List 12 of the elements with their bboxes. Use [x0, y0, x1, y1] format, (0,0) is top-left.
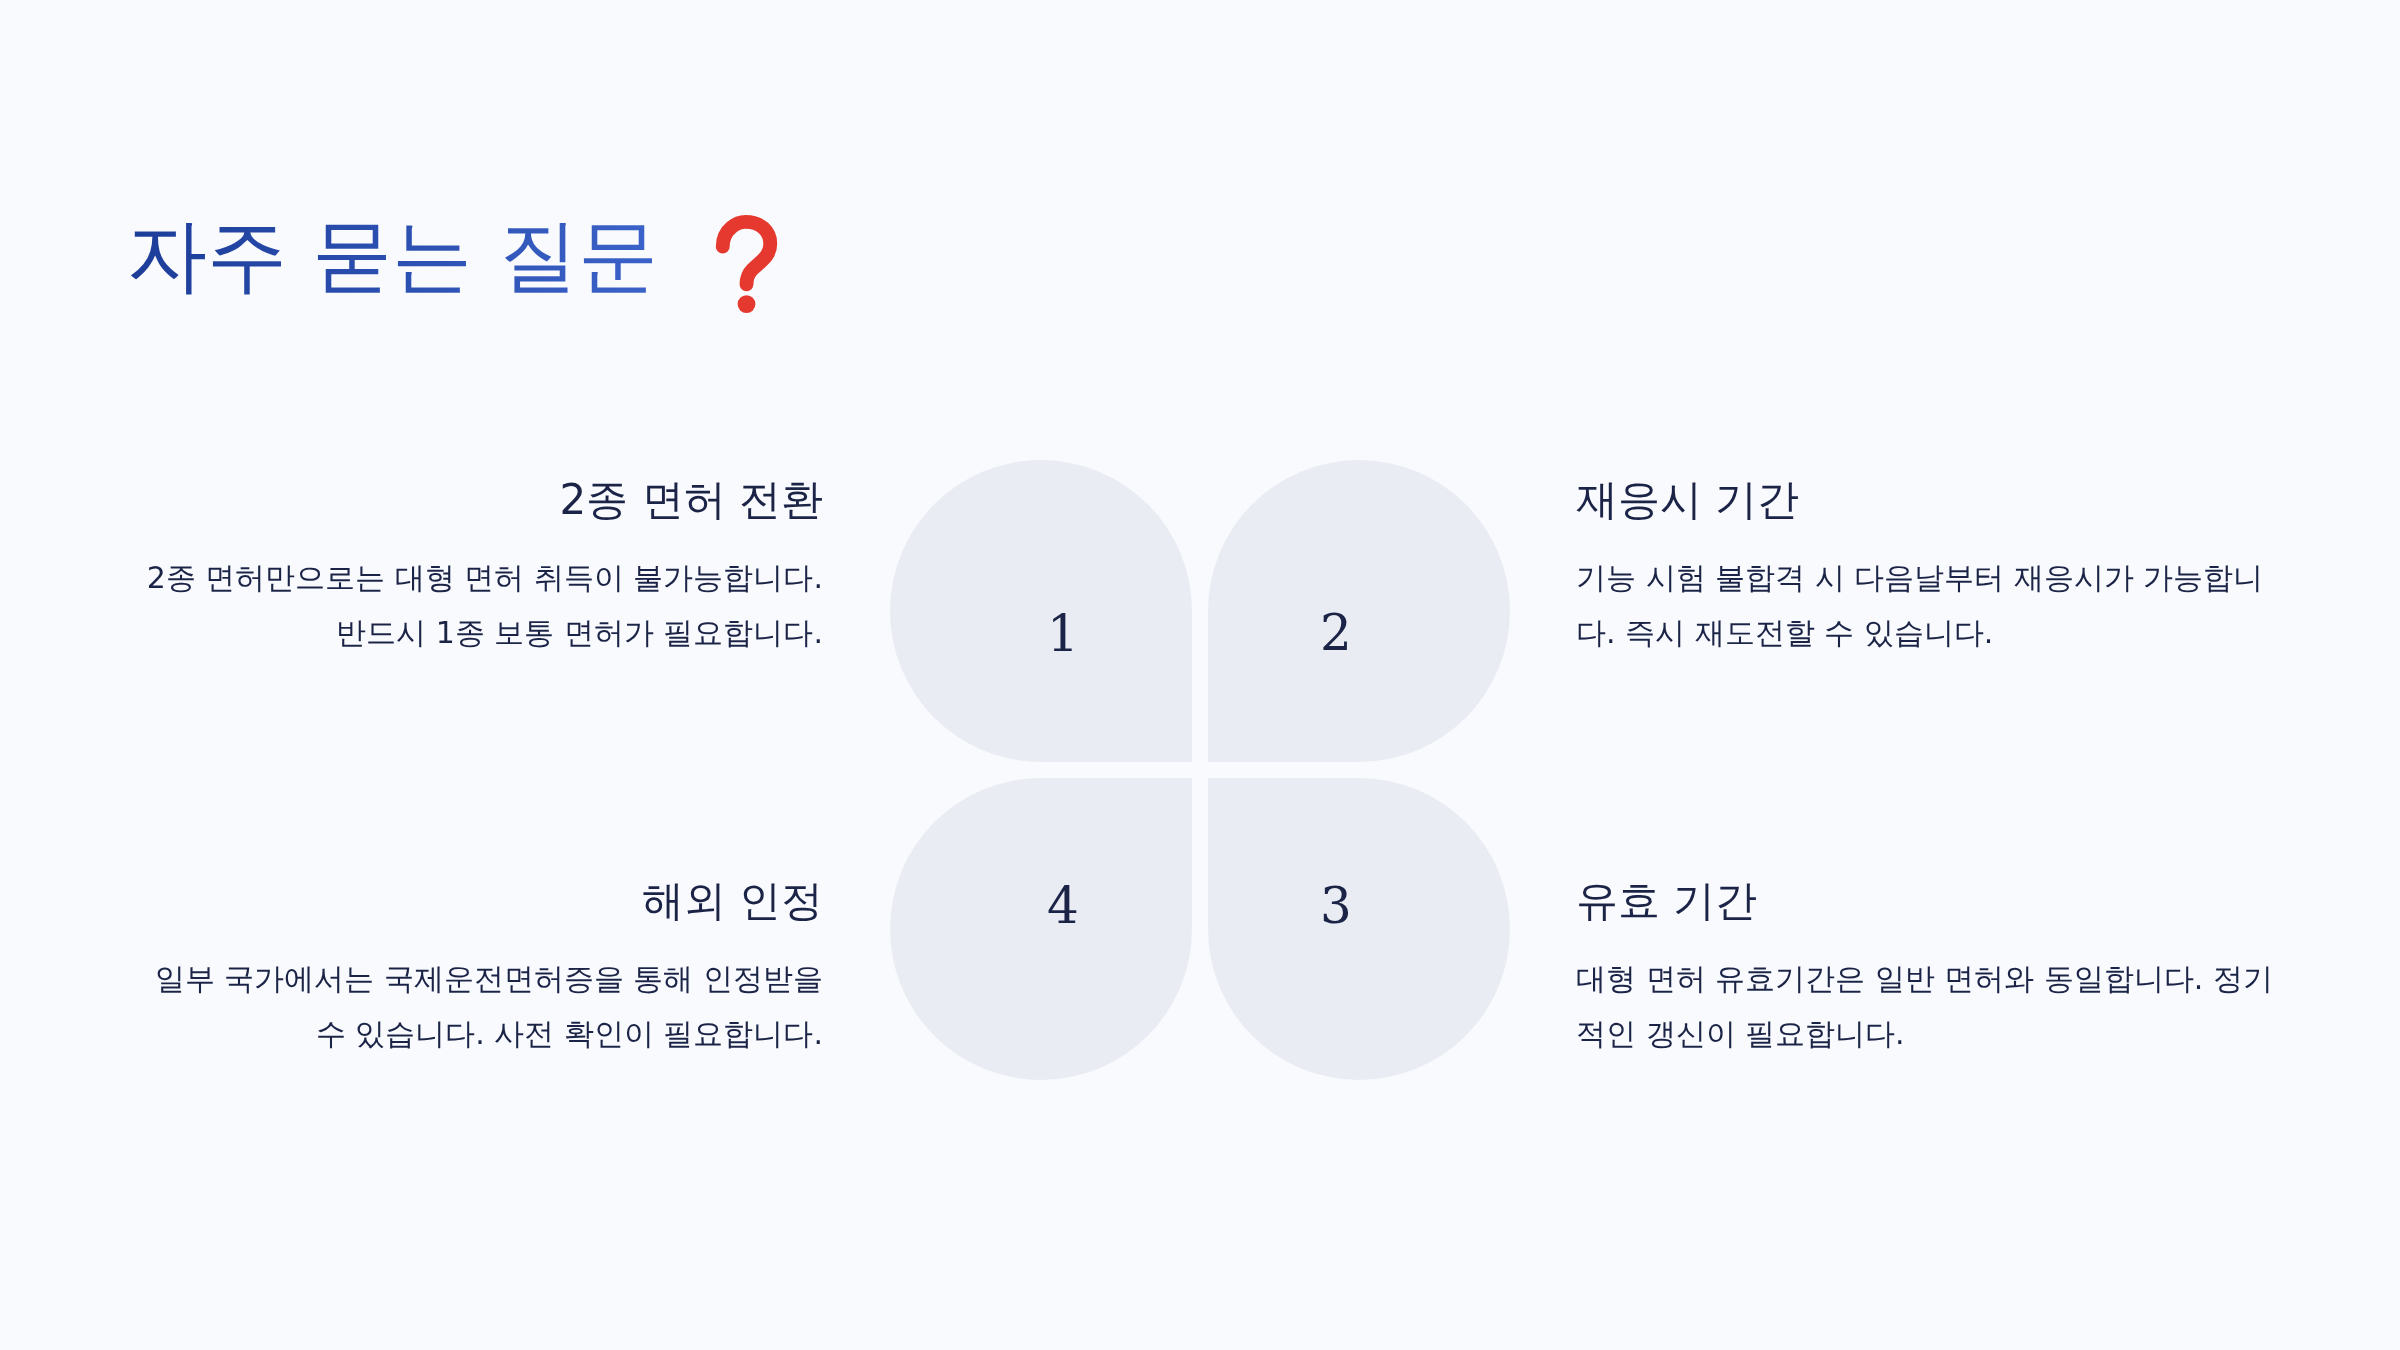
question-heading: 2종 면허 전환 [559, 475, 823, 526]
question-heading: 재응시 기간 [1576, 475, 1800, 526]
answer-text: 대형 면허 유효기간은 일반 면허와 동일합니다. 정기적인 갱신이 필요합니다. [1576, 960, 2274, 1053]
question-heading: 유효 기간 [1576, 876, 1758, 927]
step-number: 1 [1047, 609, 1079, 659]
step-number: 2 [1320, 608, 1352, 658]
question-heading: 해외 인정 [641, 876, 823, 927]
answer-text: 2종 면허만으로는 대형 면허 취득이 불가능합니다. 반드시 1종 보통 면허가 필요합니다. [145, 559, 823, 652]
answer-text: 일부 국가에서는 국제운전면허증을 통해 인정받을 수 있습니다. 사전 확인이 필요합니다. [153, 960, 823, 1053]
step-number: 4 [1047, 881, 1079, 931]
answer-text: 기능 시험 불합격 시 다음날부터 재응시가 가능합니다. 즉시 재도전할 수 있습니다. [1576, 559, 2265, 652]
step-number: 3 [1320, 881, 1352, 931]
